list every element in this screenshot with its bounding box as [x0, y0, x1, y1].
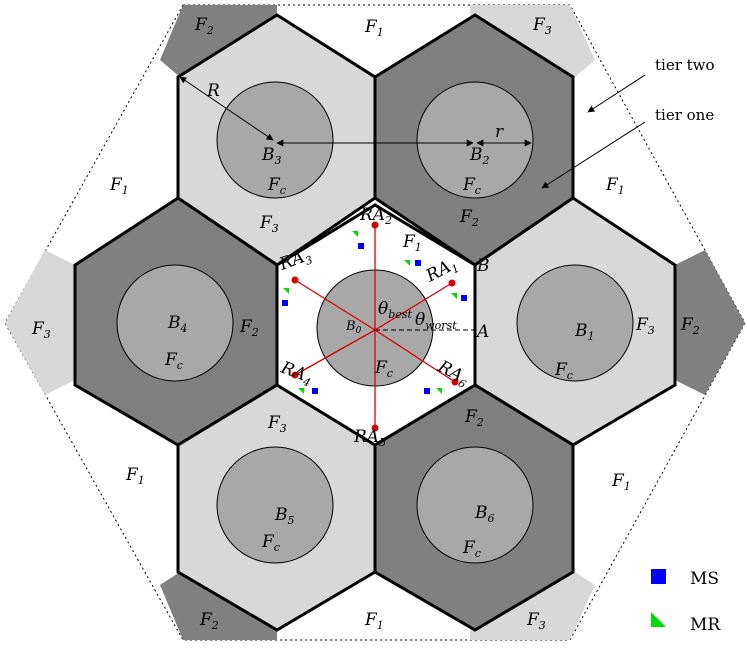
svg-text:RA2: RA2	[359, 205, 392, 227]
ms-markers	[282, 243, 467, 394]
label-B: B	[476, 256, 490, 276]
label-b2: B2	[469, 145, 490, 167]
svg-text:F1: F1	[364, 610, 384, 632]
label-b3: B3	[261, 145, 282, 167]
svg-text:F1: F1	[605, 175, 625, 197]
label-r: r	[495, 122, 504, 142]
outer-hex-bottom-right	[470, 572, 595, 640]
svg-text:F1: F1	[109, 175, 129, 197]
legend-ms-label: MS	[690, 569, 719, 589]
circle-b5	[216, 446, 334, 564]
relay-dot-ra2	[371, 221, 379, 229]
label-b1: B1	[574, 321, 595, 343]
legend-mr-label: MR	[690, 615, 721, 635]
circle-b1	[516, 264, 634, 382]
tier-two-label: tier two	[655, 56, 715, 74]
label-A: A	[475, 322, 489, 342]
tier-one-label: tier one	[655, 106, 714, 124]
relay-dot-ra5	[371, 424, 379, 432]
blue-square-icon	[651, 569, 666, 584]
circle-b4	[116, 264, 234, 382]
outer-hex-top-right	[470, 5, 595, 77]
outer-hex-top-left	[160, 5, 277, 77]
tier-two-arrow	[587, 74, 646, 113]
relay-dot-ra4	[291, 371, 299, 379]
relay-dot-ra6	[451, 378, 459, 386]
label-theta-best: θbest	[378, 299, 412, 321]
svg-text:F1: F1	[611, 471, 631, 493]
label-b4: B4	[167, 313, 188, 335]
green-triangle-icon	[651, 612, 666, 627]
circle-b6	[416, 446, 534, 564]
svg-text:F1: F1	[125, 465, 145, 487]
label-b5: B5	[274, 505, 295, 527]
label-theta-worst: θworst	[415, 310, 457, 332]
tier-one-arrow	[541, 121, 646, 189]
svg-text:RA5: RA5	[353, 427, 386, 449]
relay-dot-ra1	[448, 279, 456, 287]
circle-b2	[416, 81, 534, 199]
label-b0: B0	[345, 319, 362, 336]
frequency-labels: F2 F1 F3 F1 F1 F3 F2 F1 F3 F2 F3 F2 F3 F…	[31, 15, 700, 632]
outer-hex-left	[5, 250, 75, 395]
mr-markers	[283, 231, 457, 394]
relay-lines	[294, 225, 456, 428]
legend: MS MR	[651, 569, 721, 635]
relay-dot-ra3	[291, 276, 299, 284]
outer-hex-bottom-left	[160, 572, 277, 640]
outer-hex-right	[675, 250, 745, 395]
label-b6: B6	[474, 503, 495, 525]
svg-text:F1: F1	[364, 17, 384, 39]
label-R: R	[206, 81, 220, 101]
relay-dots	[291, 221, 459, 432]
radius-R-arrow	[179, 76, 274, 141]
